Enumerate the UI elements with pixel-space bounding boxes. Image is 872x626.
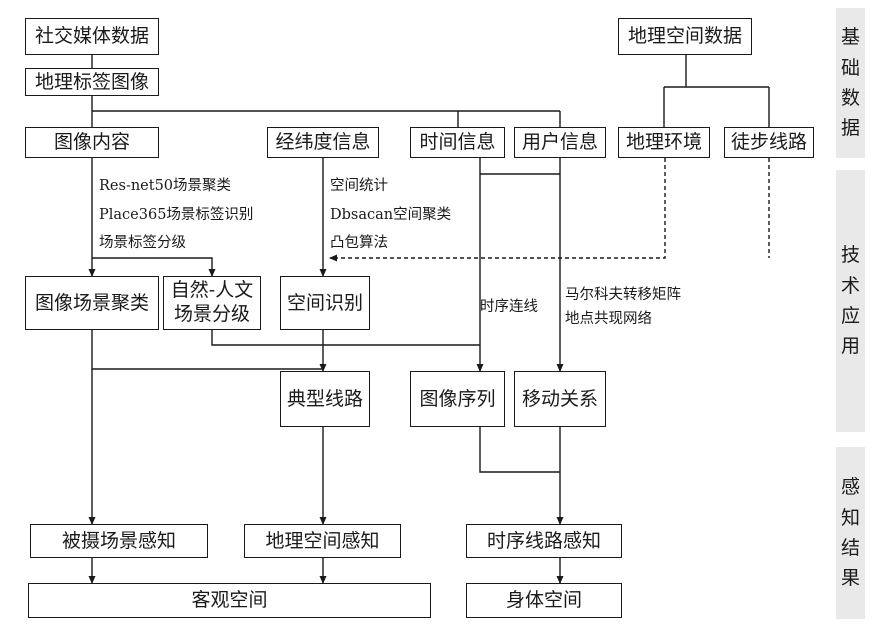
edge-grading-to-sequence xyxy=(211,330,480,346)
node-user-info: 用户信息 xyxy=(514,127,606,158)
edge-dashed-geo-feed xyxy=(329,158,666,262)
note-scene-grading: 场景标签分级 xyxy=(99,235,186,251)
side-char: 术 xyxy=(840,274,860,297)
grading-line-2: 场景分级 xyxy=(173,303,250,325)
side-char: 数 xyxy=(840,87,860,109)
node-objective-space: 客观空间 xyxy=(28,583,431,618)
node-lat-lon-info: 经纬度信息 xyxy=(267,127,379,158)
edge-clustering-merge xyxy=(91,330,323,370)
side-char: 果 xyxy=(840,567,860,590)
note-dbscan: Dbsacan空间聚类 xyxy=(330,207,452,223)
node-hiking-routes: 徒步线路 xyxy=(724,127,814,158)
node-typical-routes: 典型线路 xyxy=(280,371,370,427)
node-geo-spatial-perception: 地理空间感知 xyxy=(244,524,401,558)
edge-content-to-grading xyxy=(92,257,216,277)
note-place365: Place365场景标签识别 xyxy=(99,207,254,223)
note-spatial-stats: 空间统计 xyxy=(330,178,388,194)
node-social-media-data: 社交媒体数据 xyxy=(25,18,159,55)
grading-line-1: 自然-人文 xyxy=(170,279,254,302)
node-image-sequence: 图像序列 xyxy=(410,371,505,427)
node-image-scene-clustering: 图像场景聚类 xyxy=(25,276,159,330)
node-natural-cultural-grading: 自然-人文 场景分级 xyxy=(163,276,261,330)
side-char: 用 xyxy=(840,335,860,358)
note-temporal-link: 时序连线 xyxy=(480,299,538,315)
node-movement-relation: 移动关系 xyxy=(514,371,606,427)
note-resnet: Res-net50场景聚类 xyxy=(99,178,232,194)
node-geo-tagged-images: 地理标签图像 xyxy=(25,68,159,96)
side-label-basic-data: 基 础 数 据 xyxy=(836,8,865,158)
side-label-perception-results: 感 知 结 果 xyxy=(836,447,865,619)
node-image-content: 图像内容 xyxy=(25,127,159,158)
side-char: 技 xyxy=(840,244,860,267)
node-time-info: 时间信息 xyxy=(410,127,505,158)
edge-seq-mov-merge xyxy=(479,427,560,473)
node-temporal-route-perception: 时序线路感知 xyxy=(466,524,622,558)
node-photographed-scene-perception: 被摄场景感知 xyxy=(30,524,208,558)
side-char: 基 xyxy=(840,26,860,49)
note-colocation: 地点共现网络 xyxy=(565,311,652,327)
side-char: 结 xyxy=(840,537,860,559)
side-label-technical-application: 技 术 应 用 xyxy=(836,170,865,432)
side-char: 应 xyxy=(840,305,860,327)
side-char: 据 xyxy=(840,117,860,140)
note-markov: 马尔科夫转移矩阵 xyxy=(565,287,681,303)
side-char: 感 xyxy=(840,476,860,499)
side-char: 知 xyxy=(840,506,860,529)
node-body-space: 身体空间 xyxy=(466,583,622,618)
note-convex-hull: 凸包算法 xyxy=(330,235,388,251)
node-geo-spatial-data: 地理空间数据 xyxy=(618,18,752,55)
node-spatial-recognition: 空间识别 xyxy=(280,276,370,330)
node-geo-environment: 地理环境 xyxy=(618,127,710,158)
side-char: 础 xyxy=(840,56,860,79)
